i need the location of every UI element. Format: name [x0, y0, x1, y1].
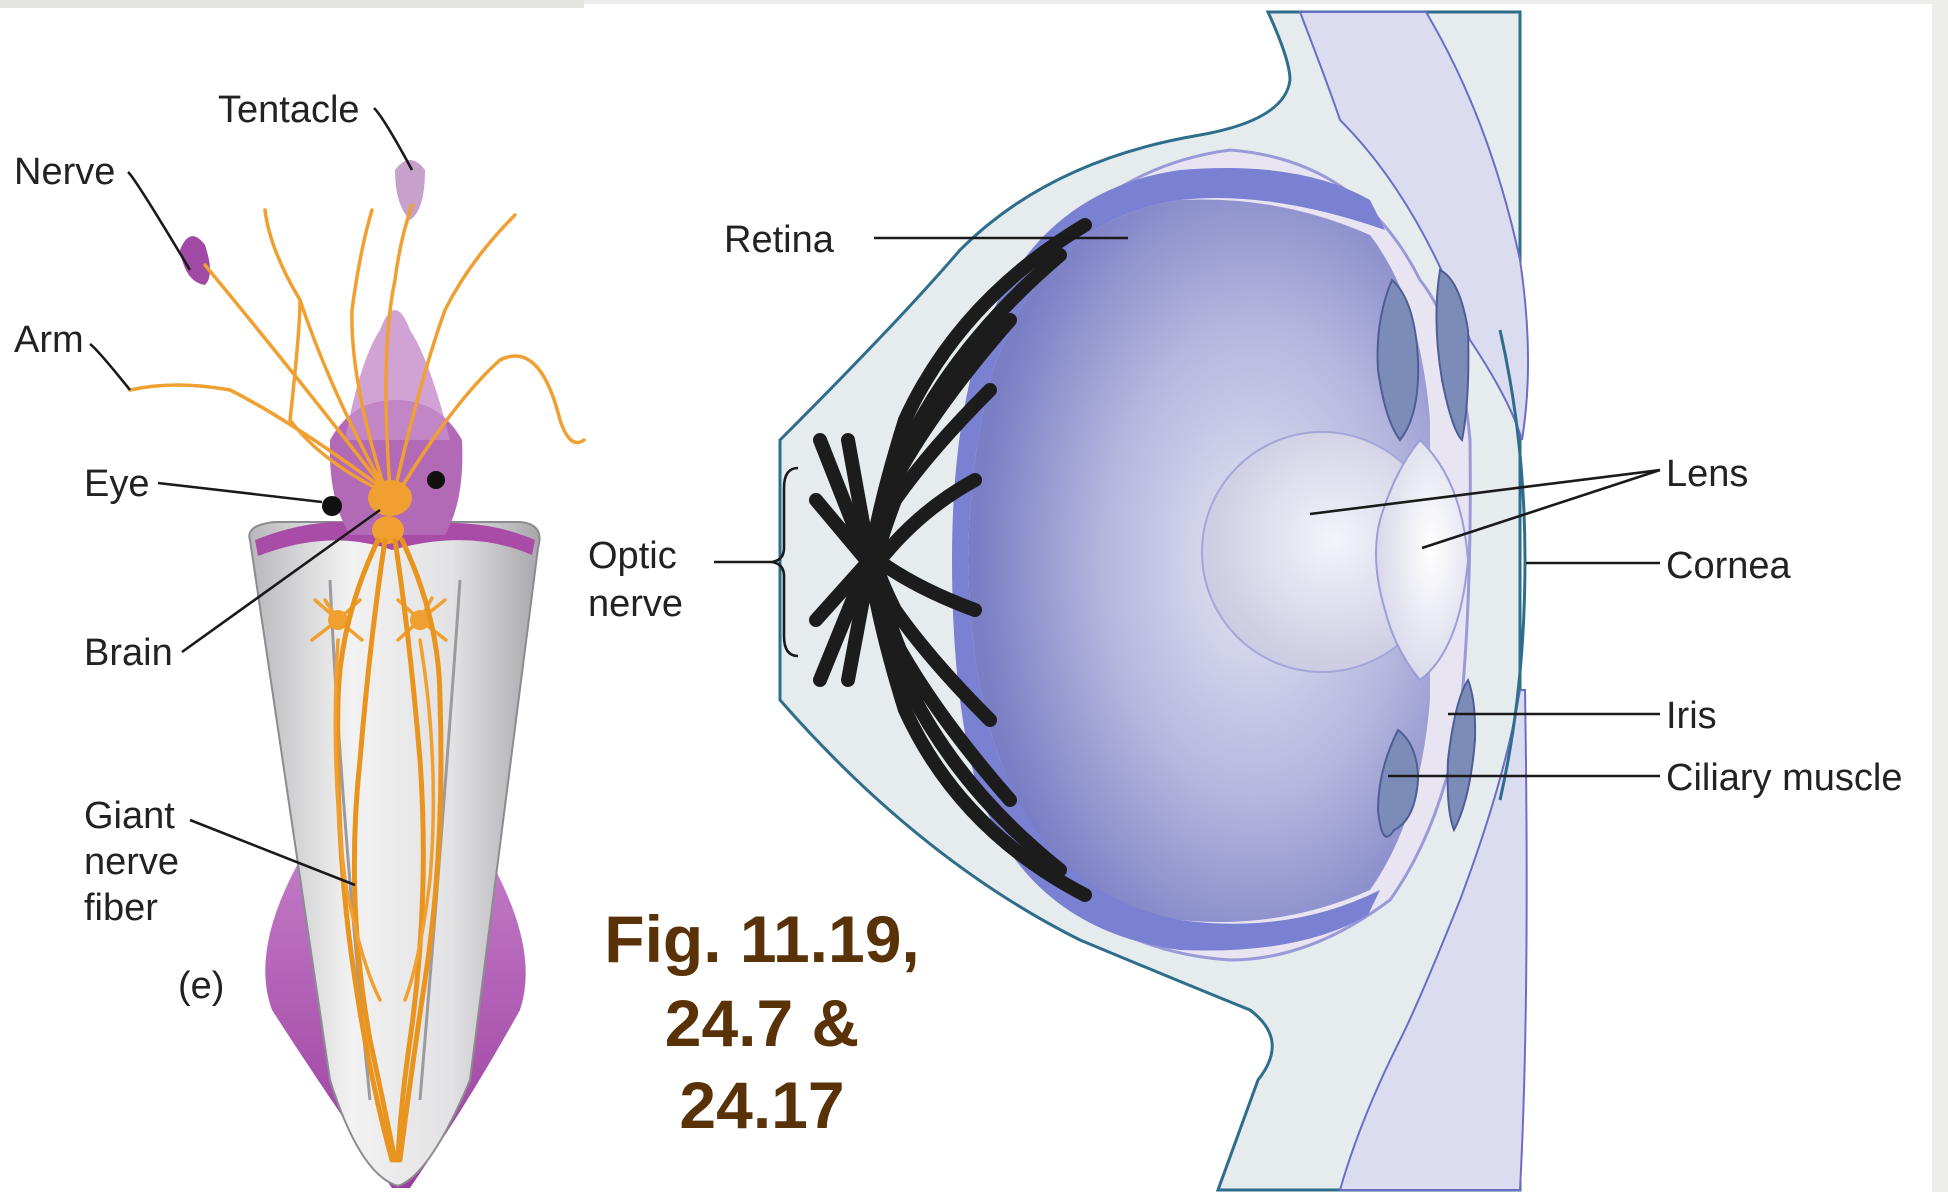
label-giant-line1: Giant [84, 795, 175, 837]
caption-line3: 24.17 [679, 1068, 844, 1142]
label-lens: Lens [1666, 453, 1748, 495]
top-border-right [584, 0, 1948, 4]
caption-line1: Fig. 11.19, [604, 902, 920, 976]
label-arm: Arm [14, 319, 84, 361]
right-border [1932, 0, 1948, 1192]
squid-brain [368, 480, 412, 516]
label-nerve: Nerve [14, 151, 115, 193]
label-brain: Brain [84, 632, 173, 674]
label-cornea: Cornea [1666, 545, 1791, 587]
label-giant-line2: nerve [84, 841, 179, 883]
label-ciliary-muscle: Ciliary muscle [1666, 757, 1902, 799]
panel-letter: (e) [178, 965, 224, 1007]
label-giant-line3: fiber [84, 887, 158, 929]
label-eye: Eye [84, 463, 149, 505]
top-border-left [0, 0, 584, 8]
label-iris: Iris [1666, 695, 1717, 737]
label-optic-line2: nerve [588, 583, 683, 625]
squid-eye-right [427, 471, 445, 489]
caption-line2: 24.7 & [665, 986, 859, 1060]
label-retina: Retina [724, 219, 835, 261]
label-optic-line1: Optic [588, 535, 677, 577]
label-tentacle: Tentacle [218, 89, 360, 131]
squid-eye-left [322, 496, 342, 516]
